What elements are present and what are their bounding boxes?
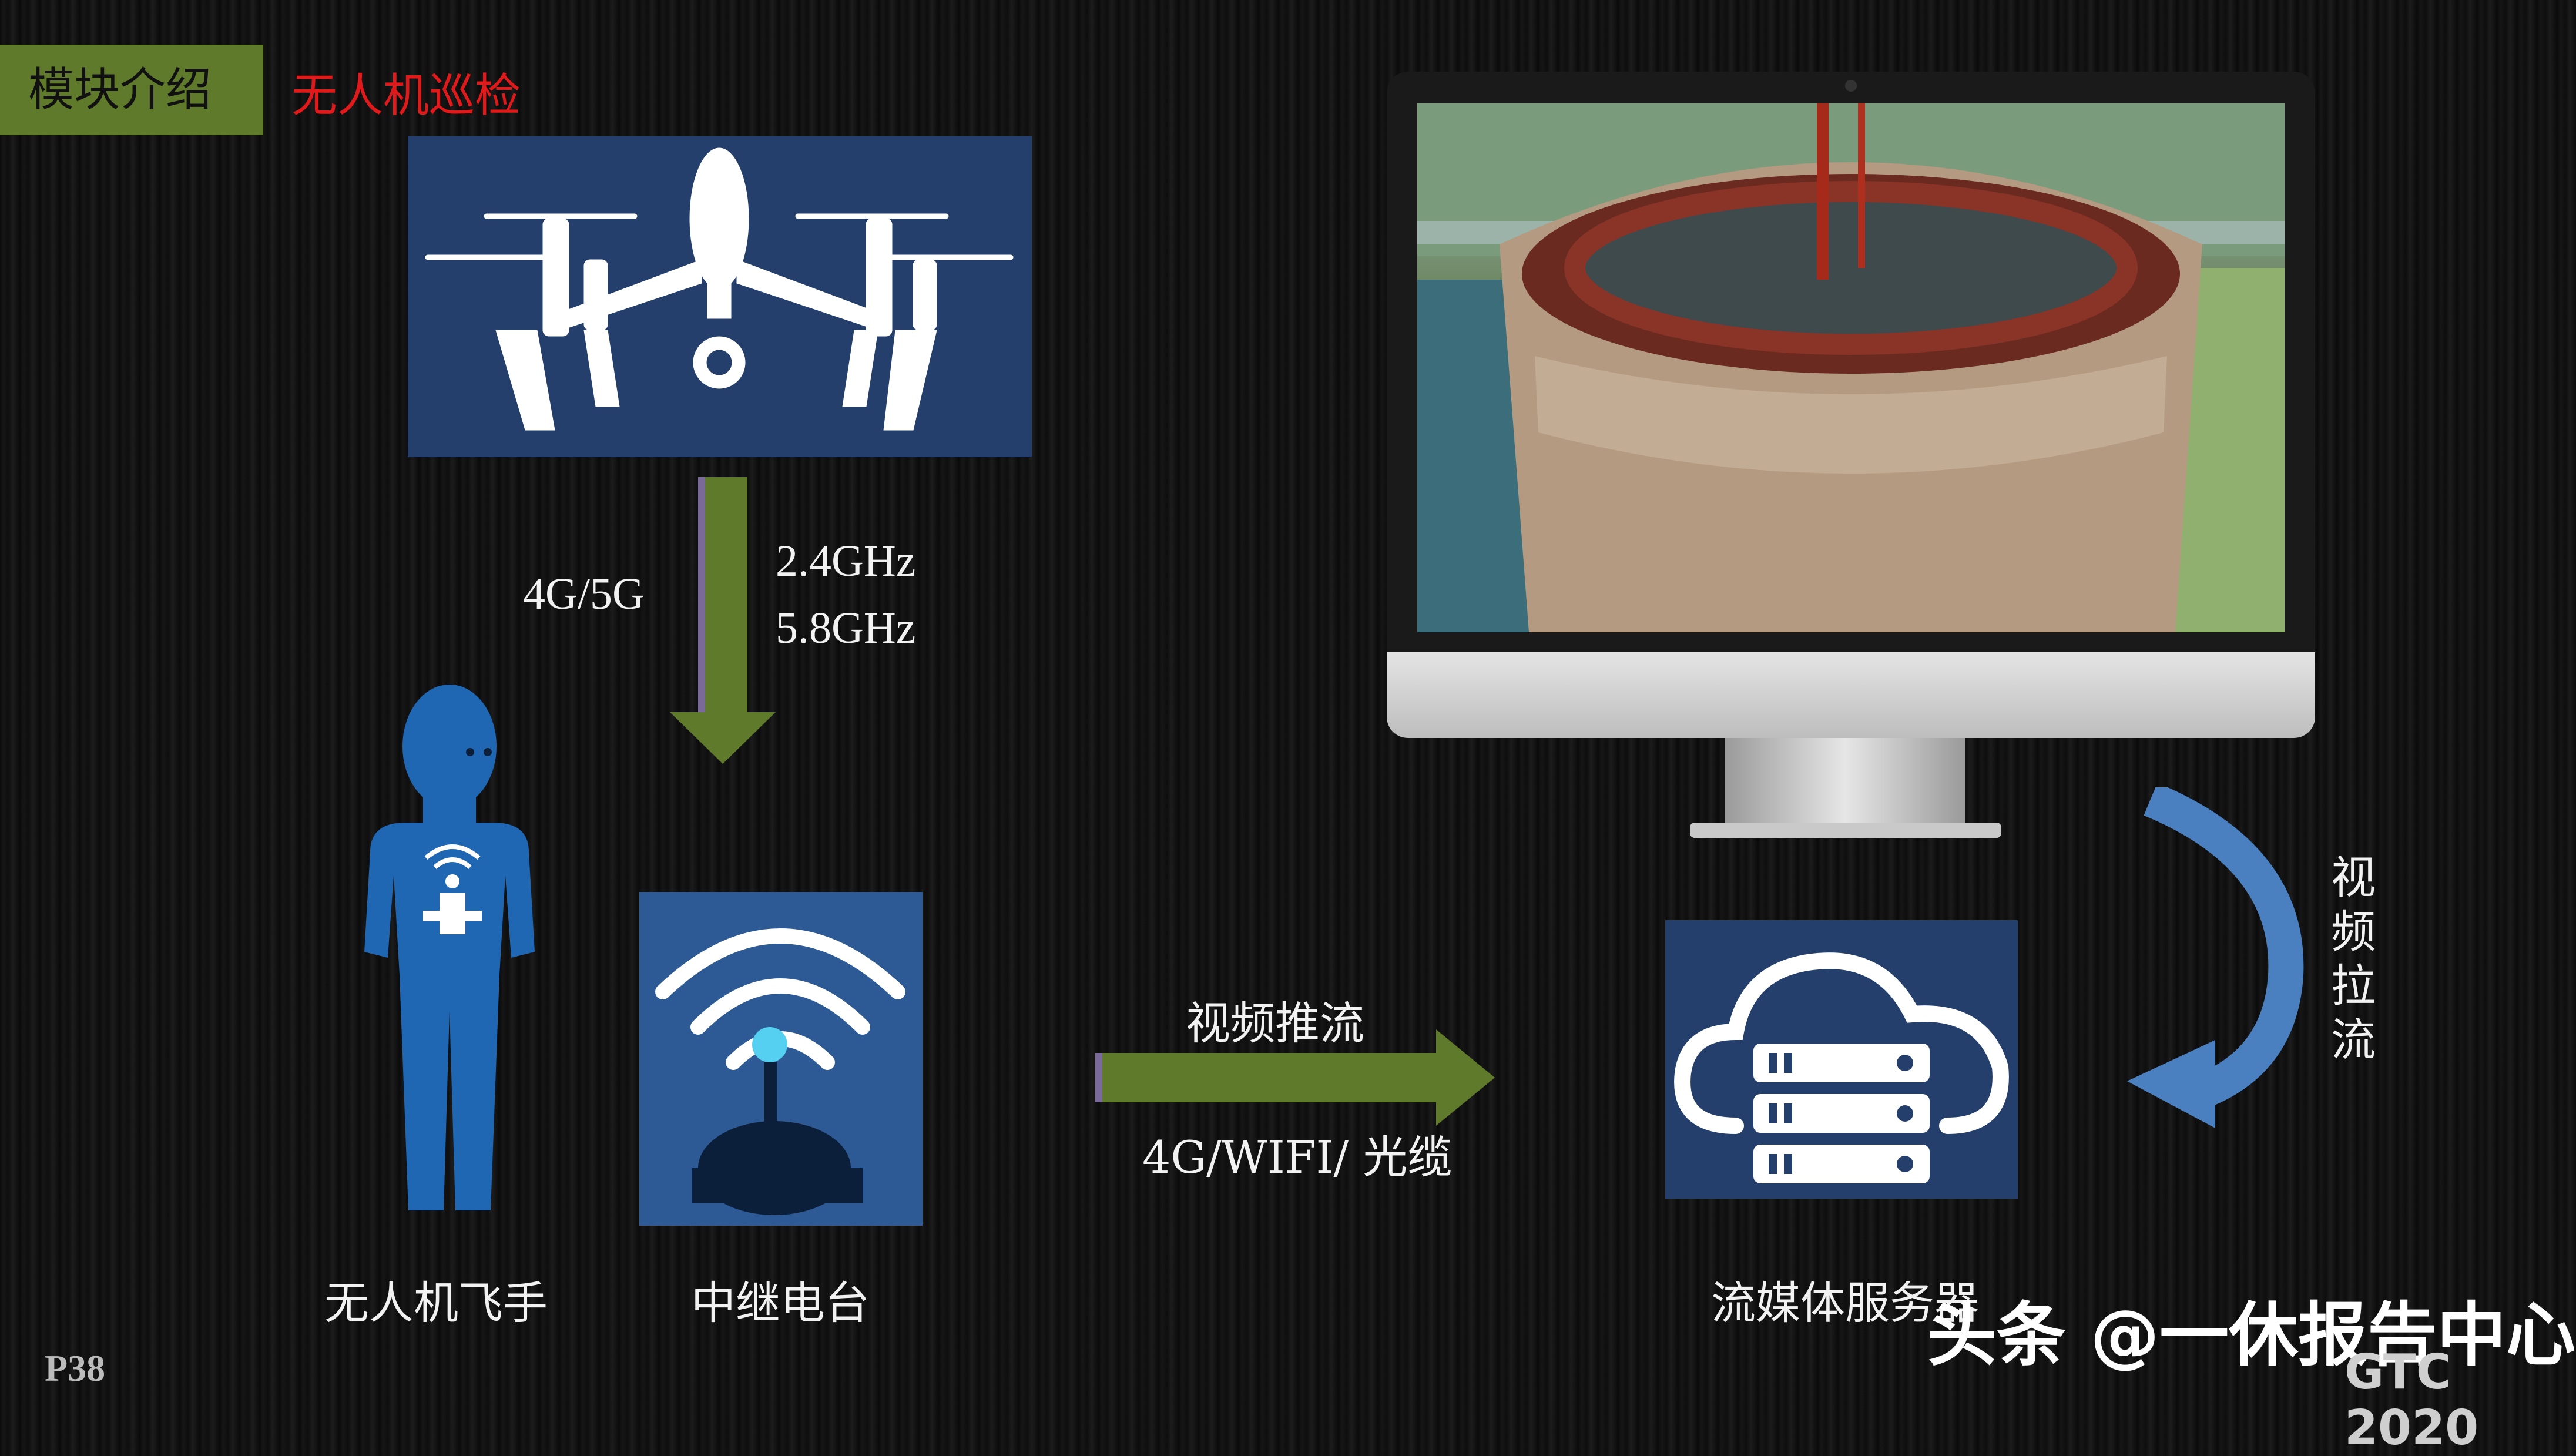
pull-char-1: 视 bbox=[2331, 851, 2376, 904]
slide-subtitle: 无人机巡检 bbox=[291, 69, 521, 122]
camera-dot bbox=[1845, 80, 1857, 92]
pull-stream-label: 视 频 拉 流 bbox=[2327, 851, 2380, 1067]
server-label: 流媒体服务器 bbox=[1711, 1277, 1979, 1329]
link-label-58ghz: 5.8GHz bbox=[776, 603, 916, 653]
link-label-24ghz: 2.4GHz bbox=[776, 536, 916, 586]
push-channel-label: 4G/WIFI/ 光缆 bbox=[1142, 1131, 1453, 1183]
link-label-4g5g: 4G/5G bbox=[523, 569, 645, 619]
relay-label: 中继电台 bbox=[691, 1277, 870, 1329]
push-stream-label: 视频推流 bbox=[1186, 997, 1364, 1049]
cloud-server-icon bbox=[1674, 952, 2009, 1183]
drone-panel bbox=[408, 136, 1032, 457]
monitor-screen bbox=[1417, 103, 2285, 632]
downlink-arrow bbox=[670, 477, 776, 764]
monitor-base bbox=[1690, 823, 2001, 838]
event-logo-text: GTC 2020 bbox=[2344, 1344, 2479, 1456]
pull-stream-arrow bbox=[2127, 787, 2304, 1128]
server-panel bbox=[1665, 920, 2018, 1199]
section-tag: 模块介绍 bbox=[0, 45, 263, 135]
pilot-icon bbox=[364, 685, 535, 1210]
pilot-label: 无人机飞手 bbox=[324, 1277, 548, 1329]
monitor-stand bbox=[1725, 738, 1965, 826]
monitor bbox=[1387, 72, 2315, 738]
relay-panel bbox=[639, 892, 923, 1226]
pull-char-2: 频 bbox=[2331, 905, 2376, 958]
page-number: P38 bbox=[45, 1347, 106, 1389]
tower-aerial-image bbox=[1417, 103, 2285, 632]
drone-icon bbox=[425, 147, 1014, 431]
monitor-chin bbox=[1387, 652, 2315, 738]
radio-tower-icon bbox=[655, 928, 905, 1215]
pull-char-3: 拉 bbox=[2331, 960, 2376, 1012]
watermark-text: 头条 @一休报告中心 bbox=[1927, 1294, 2576, 1376]
pull-char-4: 流 bbox=[2331, 1014, 2376, 1066]
push-stream-arrow bbox=[1095, 1029, 1495, 1126]
